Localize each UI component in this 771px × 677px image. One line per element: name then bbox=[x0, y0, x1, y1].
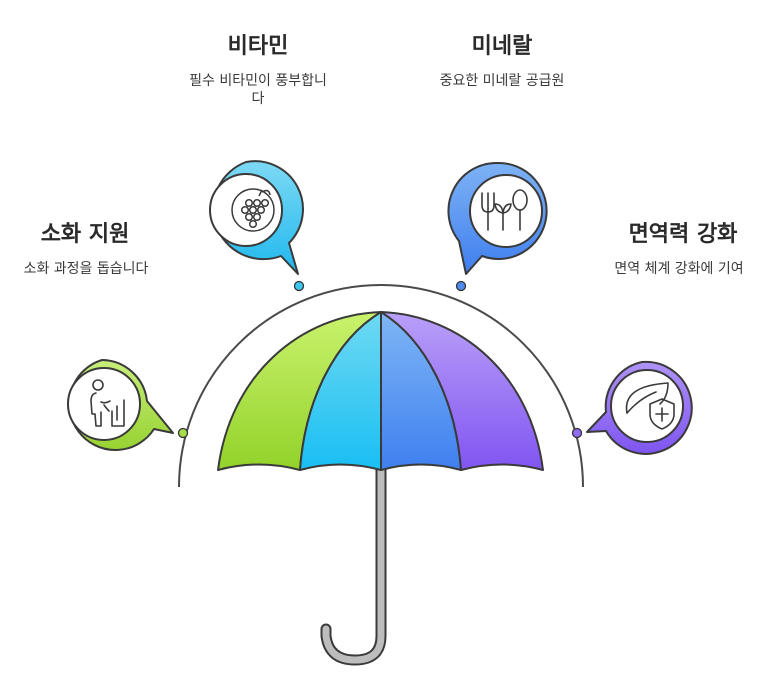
description-vitamin: 필수 비타민이 풍부합니다 bbox=[189, 73, 327, 107]
arc-dot-immunity bbox=[571, 427, 583, 439]
description-digestion: 소화 과정을 돕습니다 bbox=[23, 261, 149, 277]
arc-dot-vitamin bbox=[293, 280, 305, 292]
title-immunity: 면역력 강화 bbox=[628, 222, 738, 247]
umbrella-handle bbox=[320, 464, 387, 666]
arc-dot-mineral bbox=[455, 280, 467, 292]
bubble-immunity bbox=[586, 360, 693, 455]
bubble-vitamin bbox=[209, 160, 304, 275]
person-digestion-icon bbox=[90, 379, 125, 427]
canopy-panel-purple bbox=[380, 311, 544, 471]
description-immunity: 면역 체계 강화에 기여 bbox=[614, 261, 744, 277]
title-mineral: 미네랄 bbox=[471, 34, 533, 59]
outer-arc bbox=[178, 284, 584, 488]
grapes-icon bbox=[231, 188, 275, 232]
title-vitamin: 비타민 bbox=[227, 34, 289, 59]
description-mineral: 중요한 미네랄 공급원 bbox=[439, 73, 565, 89]
arc-dot-digestion bbox=[177, 427, 189, 439]
bubble-digestion bbox=[67, 359, 174, 451]
canopy-panel-cyan bbox=[299, 311, 382, 471]
title-digestion: 소화 지원 bbox=[40, 222, 130, 247]
leaf-shield-icon bbox=[625, 382, 675, 430]
fork-and-plant-icon bbox=[481, 189, 528, 231]
bubble-mineral bbox=[447, 161, 548, 275]
